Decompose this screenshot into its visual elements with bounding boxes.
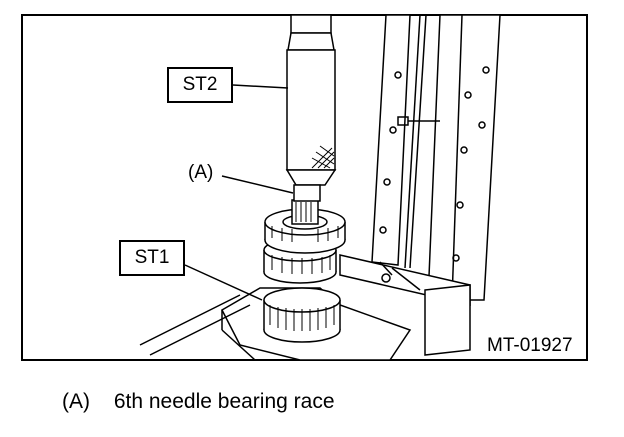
leader-lines	[184, 84, 294, 301]
figure-id: MT-01927	[487, 335, 573, 356]
st1-label: ST1	[119, 240, 185, 276]
legend: (A) 6th needle bearing race	[62, 390, 335, 414]
press-ram-st2	[285, 14, 337, 202]
legend-key: (A)	[62, 390, 90, 413]
st2-label: ST2	[167, 67, 233, 103]
press-frame-right	[339, 14, 501, 356]
gear-stack	[263, 199, 346, 343]
legend-text: 6th needle bearing race	[113, 390, 335, 413]
callout-a-label: (A)	[188, 162, 214, 183]
